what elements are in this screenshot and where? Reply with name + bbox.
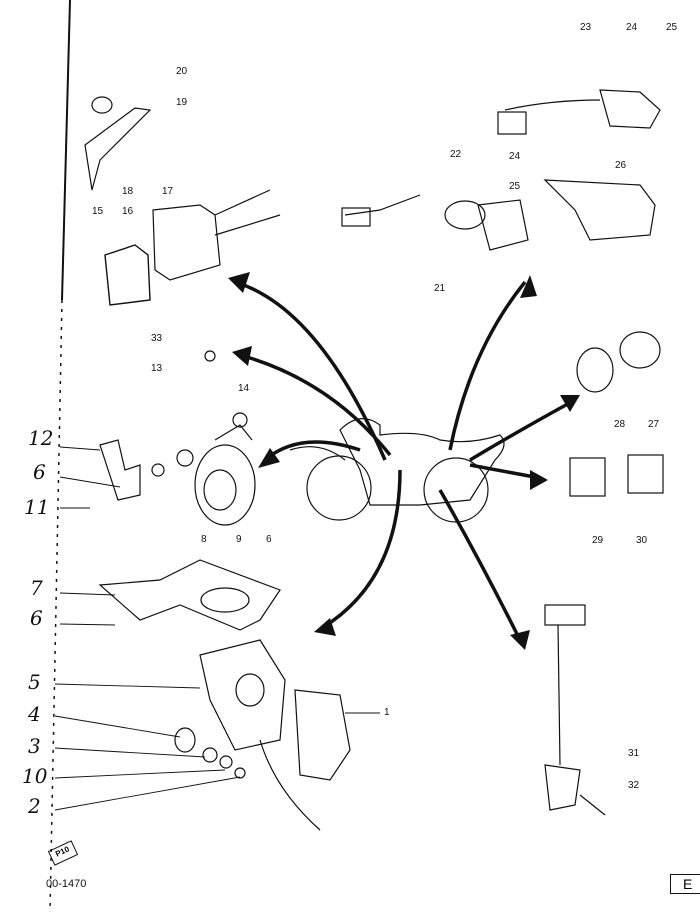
callout-29: 29 xyxy=(592,535,604,546)
callout-25-mid: 25 xyxy=(509,181,521,192)
callout-24-mid: 24 xyxy=(509,151,521,162)
arrow-to-cdi xyxy=(237,281,387,461)
callout-22: 22 xyxy=(450,149,462,160)
arrow-to-relay xyxy=(469,398,576,462)
pointer-arrows xyxy=(228,272,580,650)
callout-26: 26 xyxy=(615,160,627,171)
callout-9: 9 xyxy=(236,534,242,545)
callout-31: 31 xyxy=(628,748,640,759)
callout-6-stator: 6 xyxy=(266,534,272,545)
callout-27: 27 xyxy=(648,419,660,430)
callout-28: 28 xyxy=(614,419,626,430)
relay-drawing xyxy=(569,331,664,497)
callout-19: 19 xyxy=(176,97,188,108)
callout-2: 2 xyxy=(28,794,41,818)
cdi-unit-drawing xyxy=(84,96,281,306)
arrow-to-horn-sensor xyxy=(239,353,392,457)
callout-7: 7 xyxy=(30,576,43,600)
callout-1: 1 xyxy=(384,707,390,718)
callout-21: 21 xyxy=(434,283,446,294)
callout-6-horn: 6 xyxy=(33,460,46,484)
callout-14: 14 xyxy=(238,383,250,394)
callout-13: 13 xyxy=(151,363,163,374)
callout-24-top: 24 xyxy=(626,22,638,33)
page-margin-line xyxy=(61,0,71,301)
callout-4: 4 xyxy=(28,702,41,726)
arrow-to-flasher xyxy=(469,463,541,480)
stator-plate-drawing xyxy=(98,559,351,831)
leader-lines xyxy=(54,446,380,811)
arrow-to-pickup xyxy=(321,469,402,630)
horn-drawing xyxy=(99,350,256,526)
callout-12: 12 xyxy=(28,426,54,450)
callout-17: 17 xyxy=(162,186,174,197)
figure-code: 00-1470 xyxy=(46,878,87,890)
callout-23: 23 xyxy=(580,22,592,33)
page-margin-dashed xyxy=(49,299,63,912)
callout-20: 20 xyxy=(176,66,188,77)
neutral-switch-drawing xyxy=(544,604,606,816)
arrow-to-neutral-switch xyxy=(438,489,522,641)
callout-15: 15 xyxy=(92,206,104,217)
callout-5: 5 xyxy=(28,670,41,694)
callout-6-plate: 6 xyxy=(30,606,43,630)
callout-25-top: 25 xyxy=(666,22,678,33)
callout-30: 30 xyxy=(636,535,648,546)
callout-11: 11 xyxy=(24,495,50,519)
callout-16: 16 xyxy=(122,206,134,217)
page-marker: E xyxy=(670,874,700,894)
arrow-to-regulator xyxy=(448,280,527,451)
callout-3: 3 xyxy=(28,734,41,758)
callout-32: 32 xyxy=(628,780,640,791)
callout-18: 18 xyxy=(122,186,134,197)
regulator-drawing xyxy=(341,89,661,251)
callout-8: 8 xyxy=(201,534,207,545)
callout-10: 10 xyxy=(22,764,48,788)
callout-33: 33 xyxy=(151,333,163,344)
